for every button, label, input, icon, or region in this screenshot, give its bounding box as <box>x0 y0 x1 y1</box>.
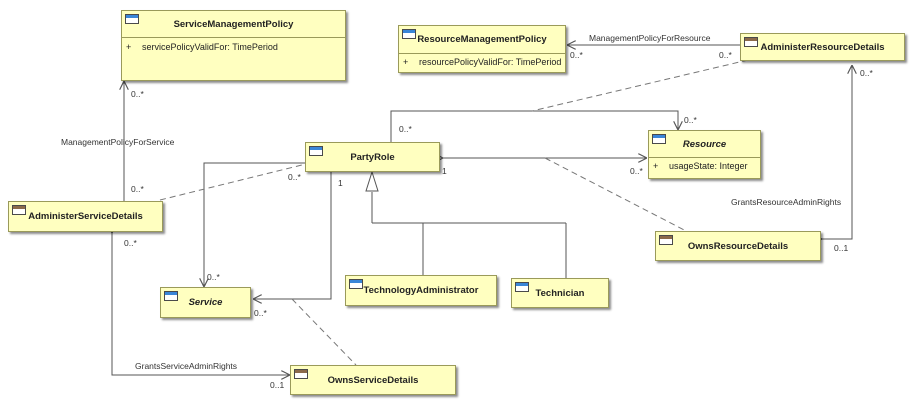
attribute-text: resourcePolicyValidFor: TimePeriod <box>419 57 562 67</box>
class-icon <box>349 279 363 289</box>
assoc-label-grants-resource-admin-rights: GrantsResourceAdminRights <box>731 197 842 207</box>
assoc-class-link-owns-service <box>291 298 357 366</box>
assoc-class-link-service <box>159 162 311 201</box>
class-icon <box>652 134 666 144</box>
class-name: OwnsServiceDetails <box>327 374 419 386</box>
multiplicity-label: 0..* <box>254 308 267 318</box>
visibility-marker: + <box>126 42 132 52</box>
class-resource[interactable]: Resource + usageState: Integer <box>648 130 761 179</box>
multiplicity-label: 0..* <box>288 172 301 182</box>
class-resource-management-policy[interactable]: ResourceManagementPolicy + resourcePolicy… <box>398 25 566 73</box>
assoc-class-icon <box>12 205 26 215</box>
multiplicity-label: 0..* <box>860 68 873 78</box>
assoc-class-icon <box>744 37 758 47</box>
multiplicity-label: 0..* <box>719 50 732 60</box>
assoc-class-owns-resource-details[interactable]: OwnsResourceDetails <box>655 231 821 261</box>
class-icon <box>515 282 529 292</box>
class-name: ServiceManagementPolicy <box>173 18 294 30</box>
generalization-arrowhead <box>365 170 379 192</box>
visibility-marker: + <box>653 161 659 171</box>
assoc-class-owns-service-details[interactable]: OwnsServiceDetails <box>290 365 456 395</box>
multiplicity-label: 0..* <box>131 184 144 194</box>
class-icon <box>402 29 416 39</box>
multiplicity-label: 0..* <box>684 115 697 125</box>
class-party-role[interactable]: PartyRole <box>305 142 440 172</box>
class-attribute: + resourcePolicyValidFor: TimePeriod <box>399 54 565 67</box>
multiplicity-label: 0..* <box>207 272 220 282</box>
multiplicity-label: 0..* <box>131 89 144 99</box>
class-name: Resource <box>682 138 727 150</box>
assoc-label-management-policy-for-service: ManagementPolicyForService <box>61 137 175 147</box>
assoc-line-administer-resource-roles[interactable] <box>391 110 678 142</box>
class-attribute: + servicePolicyValidFor: TimePeriod <box>122 38 345 52</box>
class-service[interactable]: Service <box>160 287 251 318</box>
class-name: AdministerServiceDetails <box>28 211 143 222</box>
assoc-line-grants-resource-admin-rights[interactable] <box>822 65 852 239</box>
class-name: TechnologyAdministrator <box>363 285 479 296</box>
attribute-text: usageState: Integer <box>669 161 748 171</box>
multiplicity-label: 0..* <box>630 166 643 176</box>
multiplicity-label: 0..* <box>399 124 412 134</box>
assoc-label-management-policy-for-resource: ManagementPolicyForResource <box>589 33 711 43</box>
assoc-class-administer-service-details[interactable]: AdministerServiceDetails <box>8 201 163 232</box>
class-name: ResourceManagementPolicy <box>417 34 547 45</box>
assoc-line-partyrole-service[interactable] <box>253 172 331 299</box>
class-attribute: + usageState: Integer <box>649 158 760 171</box>
class-technician[interactable]: Technician <box>511 278 609 308</box>
assoc-class-icon <box>294 369 308 379</box>
class-name: AdministerResourceDetails <box>760 41 885 53</box>
multiplicity-label: 0..1 <box>834 243 849 253</box>
assoc-label-grants-service-admin-rights: GrantsServiceAdminRights <box>135 361 238 371</box>
class-icon <box>125 14 139 24</box>
assoc-class-link-resource <box>531 59 749 112</box>
assoc-line-grants-service-admin-rights[interactable] <box>112 233 290 375</box>
class-name: Technician <box>535 287 585 299</box>
multiplicity-label: 0..* <box>124 238 137 248</box>
visibility-marker: + <box>403 57 409 67</box>
assoc-class-icon <box>659 235 673 245</box>
multiplicity-label: 0..1 <box>270 380 285 390</box>
assoc-class-link-owns-resource <box>544 157 691 234</box>
class-name: PartyRole <box>350 151 395 163</box>
class-icon <box>164 291 178 301</box>
class-service-management-policy[interactable]: ServiceManagementPolicy + servicePolicyVa… <box>121 10 346 81</box>
class-icon <box>309 146 323 156</box>
multiplicity-label: 1 <box>338 178 343 188</box>
assoc-class-administer-resource-details[interactable]: AdministerResourceDetails <box>740 33 905 61</box>
class-name: OwnsResourceDetails <box>687 240 789 252</box>
multiplicity-label: 1 <box>442 166 447 176</box>
class-technology-administrator[interactable]: TechnologyAdministrator <box>345 275 497 306</box>
attribute-text: servicePolicyValidFor: TimePeriod <box>142 42 278 52</box>
multiplicity-label: 0..* <box>570 50 583 60</box>
class-name: Service <box>188 297 223 308</box>
